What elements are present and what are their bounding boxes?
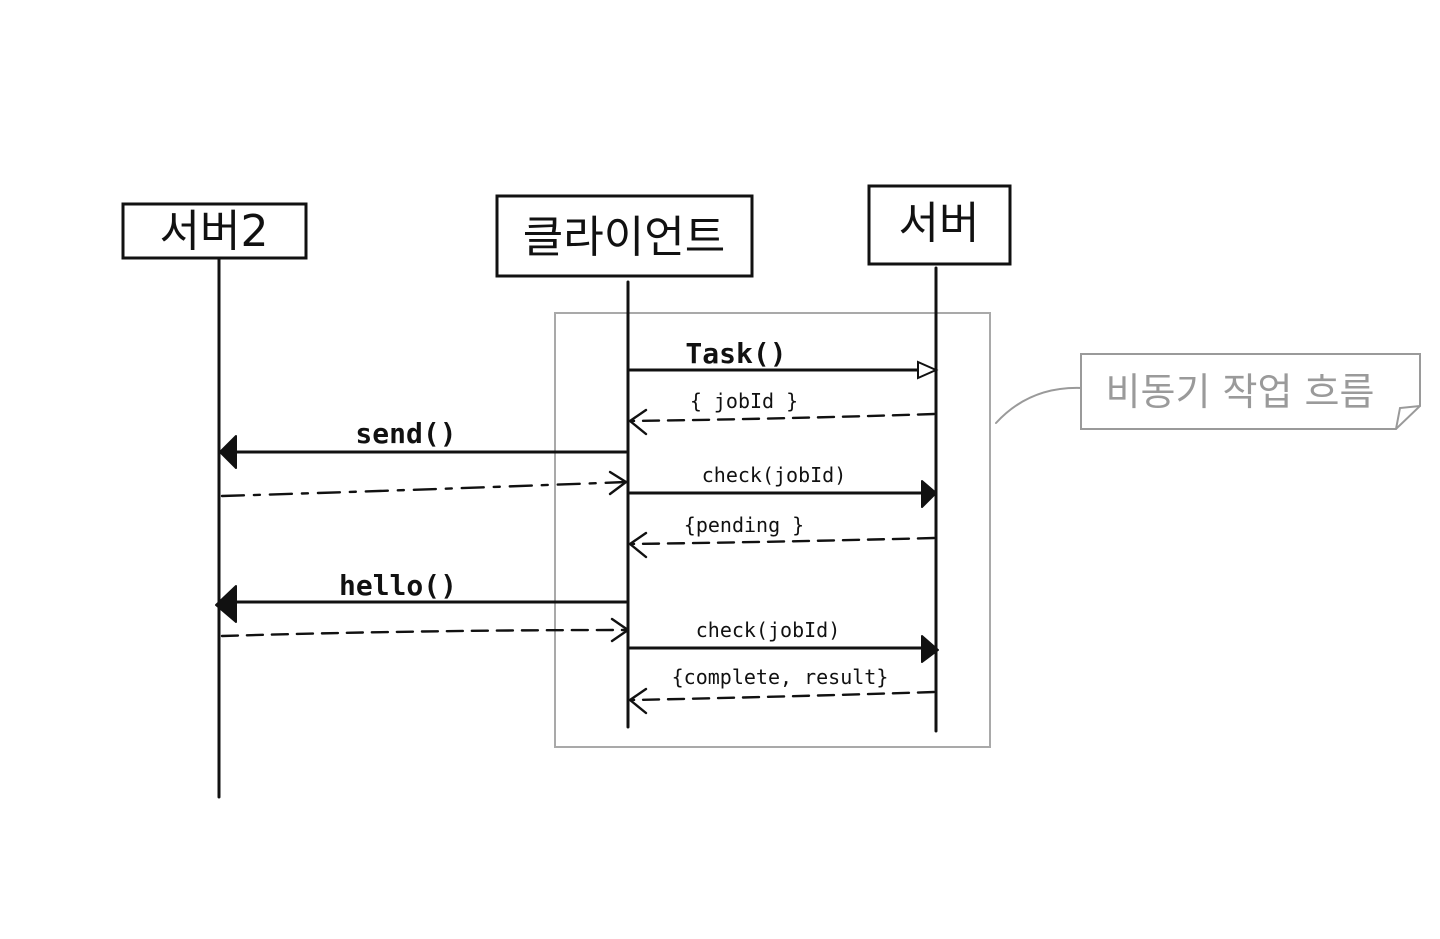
message-hello-label: hello() <box>339 569 457 602</box>
message-hello-arrowhead <box>215 585 237 623</box>
message-check-2-arrowhead <box>921 635 939 663</box>
message-pending-response-line <box>630 536 936 546</box>
message-task: Task() <box>628 337 939 380</box>
message-jobid-response-line <box>630 412 936 423</box>
message-send: send() <box>219 417 628 469</box>
message-send-return <box>220 470 628 498</box>
note-text: 비동기 작업 흐름 <box>1106 370 1375 414</box>
message-pending-response: {pending } <box>628 513 936 559</box>
message-jobid-response-label: { jobId } <box>690 389 798 413</box>
message-send-label: send() <box>355 417 456 450</box>
participant-client-label: 클라이언트 <box>523 212 725 263</box>
message-pending-response-arrowhead <box>628 531 648 559</box>
message-check-1-label: check(jobId) <box>702 463 847 487</box>
message-hello-return-arrowhead <box>610 617 630 643</box>
message-complete-response-arrowhead <box>628 687 648 715</box>
message-send-return-line <box>220 480 628 498</box>
message-send-arrowhead <box>219 435 237 469</box>
note-box <box>1080 353 1421 430</box>
message-hello: hello() <box>215 569 628 623</box>
message-complete-response-label: {complete, result} <box>672 665 889 689</box>
participant-client[interactable]: 클라이언트 <box>495 194 754 278</box>
message-check-2-label: check(jobId) <box>696 618 841 642</box>
participant-server2-box <box>121 202 308 260</box>
participant-server-label: 서버 <box>899 198 980 249</box>
message-check-2: check(jobId) <box>628 618 939 663</box>
participant-server2[interactable]: 서버2 <box>121 202 308 260</box>
message-check-1: check(jobId) <box>628 463 937 508</box>
message-check-1-arrowhead <box>921 480 937 508</box>
participant-server[interactable]: 서버 <box>867 184 1012 266</box>
message-pending-response-label: {pending } <box>684 513 804 537</box>
note-folded-corner <box>1395 405 1421 430</box>
participant-server2-label: 서버2 <box>160 206 269 257</box>
message-complete-response-line <box>630 690 936 702</box>
message-complete-response: {complete, result} <box>628 665 936 715</box>
message-task-label: Task() <box>685 337 786 370</box>
message-hello-return <box>220 617 630 643</box>
message-jobid-response-arrowhead <box>628 408 648 436</box>
message-send-return-arrowhead <box>608 470 628 496</box>
message-jobid-response: { jobId } <box>628 389 936 436</box>
message-task-arrowhead <box>917 360 939 380</box>
participant-client-box <box>495 194 754 278</box>
participant-server-box <box>867 184 1012 266</box>
async-frame <box>554 312 991 748</box>
note-connector <box>995 386 1083 424</box>
note-async-flow[interactable]: 비동기 작업 흐름 <box>995 353 1421 430</box>
message-hello-return-line <box>220 628 628 638</box>
